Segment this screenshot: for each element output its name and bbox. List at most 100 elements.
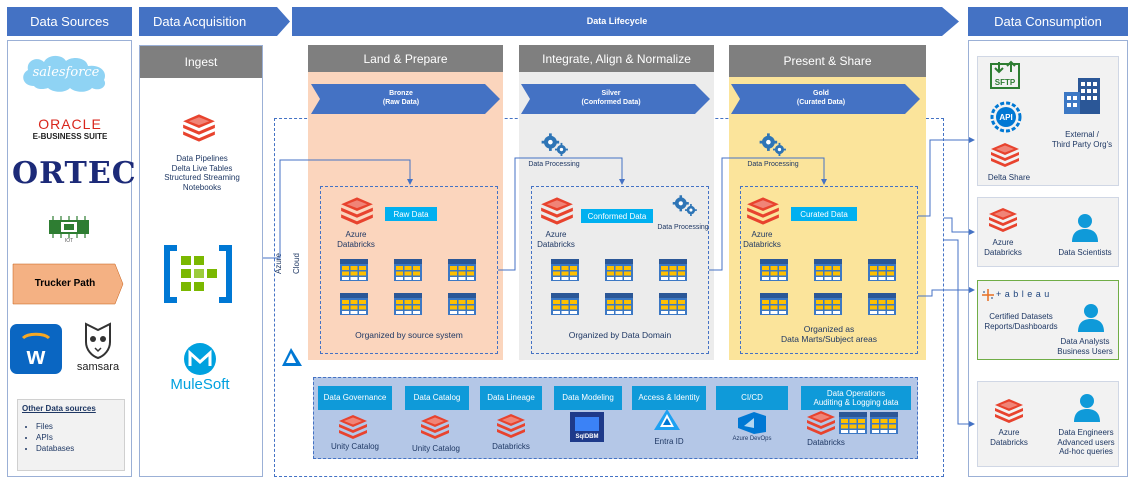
data-scientists-label: Data Scientists — [1058, 248, 1112, 257]
azure-logo-icon — [282, 348, 302, 366]
api-icon: API — [988, 100, 1024, 134]
ingest-item: Structured Streaming — [164, 173, 240, 183]
event-hub-icon — [163, 244, 233, 304]
header-data-consumption-label: Data Consumption — [994, 14, 1102, 29]
other-sources-title: Other Data sources — [22, 404, 96, 413]
salesforce-logo-text: salesforce — [32, 65, 100, 80]
gold-processing-label: Data Processing — [747, 161, 799, 168]
silver-arrow-title: Silver — [601, 90, 621, 97]
other-source-item: APIs — [36, 432, 124, 443]
tableau-text: + a b l e a u — [996, 289, 1050, 299]
ingest-pipelines-text: Data Pipelines Delta Live Tables Structu… — [142, 154, 262, 192]
silver-processing-label: Data Processing — [528, 161, 580, 168]
bronze-arrow-title: Bronze — [389, 90, 413, 97]
external-orgs-label: External / Third Party Org's — [1051, 130, 1113, 149]
data-modeling-header: Data Modeling — [554, 386, 622, 410]
workday-logo: w — [10, 324, 62, 374]
sqldbm-icon: SqlDBM — [570, 412, 604, 442]
ortec-logo: ORTEC — [12, 156, 137, 191]
sqldbm-text: SqlDBM — [576, 434, 599, 440]
header-data-acquisition: Data Acquisition — [139, 7, 291, 36]
scientists-engine-label: Azure Databricks — [984, 238, 1022, 257]
silver-to-gold-connector — [709, 157, 827, 271]
trucker-path-logo: Trucker Path — [12, 263, 124, 305]
header-data-lifecycle-label: Data Lifecycle — [586, 16, 648, 26]
sftp-text: SFTP — [995, 78, 1016, 87]
tableau-logo: + a b l e a u — [982, 288, 1072, 302]
gold-to-scientists-connector — [944, 217, 975, 235]
data-operations-header: Data Operations Auditing & Logging data — [801, 386, 911, 410]
cicd-header: CI/CD — [716, 386, 788, 410]
api-text: API — [999, 113, 1012, 122]
trucker-path-text: Trucker Path — [34, 278, 96, 289]
header-data-acquisition-label: Data Acquisition — [153, 14, 247, 29]
silver-caption: Organized by Data Domain — [568, 330, 672, 340]
oracle-suite-text: E-BUSINESS SUITE — [32, 132, 108, 141]
bronze-caption: Organized by source system — [355, 330, 463, 340]
curated-data-tag: Curated Data — [791, 207, 857, 221]
ingest-to-bronze-connector — [263, 159, 413, 259]
azure-devops-icon — [736, 412, 768, 434]
bronze-engine-label: Azure Databricks — [337, 230, 375, 249]
data-operations-tool: Databricks — [807, 438, 845, 447]
oracle-logo: ORACLE E-BUSINESS SUITE — [18, 116, 122, 146]
consumption-engineers-panel — [977, 381, 1119, 467]
office-building-icon — [1062, 76, 1102, 116]
silver-stage-title: Integrate, Align & Normalize — [542, 51, 691, 66]
bronze-stage-title: Land & Prepare — [363, 51, 448, 66]
access-identity-tool: Entra ID — [654, 437, 684, 446]
iot-label: IOT — [64, 238, 74, 244]
data-lineage-tool: Databricks — [492, 442, 530, 451]
gold-to-analysts-connector — [918, 287, 975, 297]
bronze-to-silver-connector — [498, 157, 625, 271]
data-governance-header: Data Governance — [318, 386, 392, 410]
oracle-logo-text: ORACLE — [38, 116, 102, 132]
ingest-item: Notebooks — [182, 182, 222, 192]
raw-data-tag: Raw Data — [385, 207, 437, 221]
salesforce-logo: salesforce — [16, 52, 124, 94]
silver-arrow-subtitle: (Conformed Data) — [581, 99, 641, 106]
other-source-item: Files — [36, 421, 124, 432]
samsara-logo: samsara — [70, 320, 126, 378]
other-sources-box: Other Data sources Files APIs Databases — [17, 399, 125, 471]
ingest-title: Ingest — [184, 55, 218, 69]
data-engineers-label: Data Engineers Advanced users Ad-hoc que… — [1057, 428, 1115, 457]
ingest-item: Data Pipelines — [176, 154, 228, 163]
mulesoft-text: MuleSoft — [170, 376, 230, 393]
silver-stage-header: Integrate, Align & Normalize — [519, 45, 714, 72]
bronze-arrow: Bronze (Raw Data) — [311, 84, 501, 114]
ingest-item: Delta Live Tables — [171, 163, 233, 173]
data-lineage-header: Data Lineage — [480, 386, 542, 410]
ingest-header: Ingest — [140, 46, 262, 78]
gold-caption: Organized as Data Marts/Subject areas — [781, 324, 877, 345]
certified-datasets-label: Certified Datasets Reports/Dashboards — [984, 312, 1058, 331]
header-data-consumption: Data Consumption — [968, 7, 1128, 36]
mulesoft-logo: MuleSoft — [160, 342, 240, 398]
bronze-stage-header: Land & Prepare — [308, 45, 503, 72]
gold-stage-header: Present & Share — [729, 45, 926, 77]
access-identity-header: Access & Identity — [632, 386, 706, 410]
silver-arrow: Silver (Conformed Data) — [521, 84, 711, 114]
engineers-engine-label: Azure Databricks — [990, 428, 1028, 447]
svg-text:w: w — [26, 343, 46, 370]
header-data-lifecycle: Data Lifecycle — [292, 7, 960, 36]
gold-arrow-subtitle: (Curated Data) — [796, 99, 846, 106]
gold-to-external-connector — [918, 137, 975, 217]
gold-stage-title: Present & Share — [783, 54, 872, 68]
bronze-arrow-subtitle: (Raw Data) — [382, 99, 420, 106]
gold-inner-box — [740, 186, 918, 354]
header-data-sources: Data Sources — [7, 7, 132, 36]
gold-engine-label: Azure Databricks — [743, 230, 781, 249]
bronze-inner-box — [320, 186, 498, 354]
data-analysts-label: Data Analysts Business Users — [1057, 337, 1113, 356]
silver-inner-box — [531, 186, 709, 354]
samsara-text: samsara — [76, 361, 120, 373]
iot-chip-icon: IOT — [47, 214, 91, 244]
data-catalog-tool: Unity Catalog — [411, 444, 461, 453]
gold-to-engineers-connector — [944, 239, 975, 427]
other-sources-list: Files APIs Databases — [18, 421, 124, 454]
sftp-icon: SFTP — [990, 60, 1020, 90]
data-catalog-header: Data Catalog — [405, 386, 469, 410]
consumption-scientists-panel — [977, 197, 1119, 267]
data-governance-tool: Unity Catalog — [330, 442, 380, 451]
